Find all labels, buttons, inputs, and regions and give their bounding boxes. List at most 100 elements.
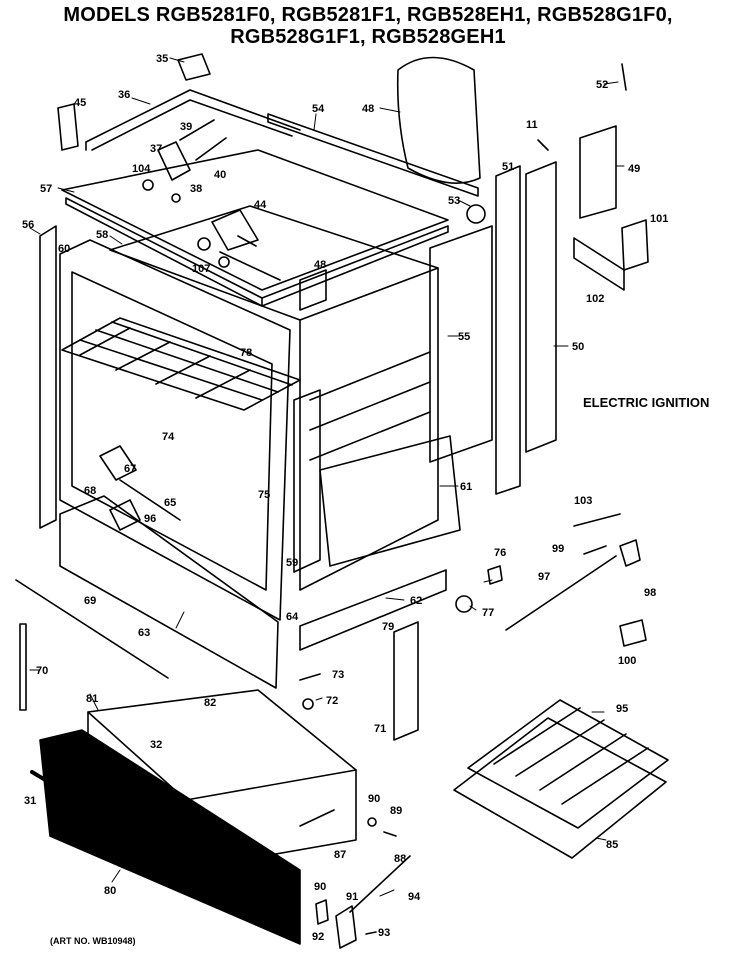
callout-75: 75 <box>258 489 270 501</box>
callout-90-b: 90 <box>314 881 326 893</box>
callout-100: 100 <box>618 655 636 667</box>
callout-80: 80 <box>104 885 116 897</box>
oven-front-frame <box>59 239 291 621</box>
callout-61: 61 <box>460 481 472 493</box>
callout-99: 99 <box>552 543 564 555</box>
burner-box-panel <box>319 435 461 567</box>
callout-104: 104 <box>132 163 151 175</box>
callout-35: 35 <box>156 53 168 65</box>
side-trim-51 <box>495 165 521 495</box>
callout-57: 57 <box>40 183 52 195</box>
broiler-pan <box>453 699 669 859</box>
bracket-35 <box>177 53 211 81</box>
callout-94: 94 <box>408 891 421 903</box>
bracket-45 <box>57 103 79 151</box>
art-number-label: (ART NO. WB10948) <box>50 936 136 946</box>
callout-63: 63 <box>138 627 150 639</box>
callout-88: 88 <box>394 853 406 865</box>
callout-74: 74 <box>162 431 175 443</box>
kick-panel <box>59 495 279 689</box>
callout-69: 69 <box>84 595 96 607</box>
callout-85: 85 <box>606 839 618 851</box>
top-frame-rail <box>85 89 301 151</box>
callout-90: 90 <box>368 793 380 805</box>
part-72 <box>302 698 314 710</box>
support-bracket-48 <box>299 269 327 311</box>
callout-40: 40 <box>214 169 226 181</box>
drawer-front-panel <box>39 729 301 945</box>
callout-51: 51 <box>502 161 514 173</box>
ignition-components <box>505 513 647 647</box>
grommet-53 <box>466 204 486 224</box>
models-title-line-1: MODELS RGB5281F0, RGB5281F1, RGB528EH1, … <box>63 4 673 26</box>
callout-68: 68 <box>84 485 96 497</box>
callout-91: 91 <box>346 891 358 903</box>
drawer-handle <box>30 770 292 928</box>
callout-95: 95 <box>616 703 628 715</box>
oven-rack <box>61 317 301 411</box>
callout-33: 33 <box>132 769 144 781</box>
part-92 <box>315 899 329 925</box>
callout-82: 82 <box>204 697 216 709</box>
callout-98: 98 <box>644 587 656 599</box>
callout-45: 45 <box>74 97 86 109</box>
module-bracket <box>573 237 625 291</box>
callout-78: 78 <box>240 347 252 359</box>
rear-rail <box>267 113 479 197</box>
drawer-hardware <box>299 809 397 837</box>
callout-92: 92 <box>312 931 324 943</box>
callout-71: 71 <box>374 723 386 735</box>
top-cover-panel <box>61 149 449 307</box>
callout-103: 103 <box>574 495 592 507</box>
callout-87: 87 <box>334 849 346 861</box>
callout-37: 37 <box>150 143 162 155</box>
callout-107: 107 <box>192 263 210 275</box>
ignition-module <box>621 219 649 271</box>
wire-11 <box>537 139 549 151</box>
spring-94 <box>349 855 411 913</box>
callout-72: 72 <box>326 695 338 707</box>
rear-panel <box>429 225 493 463</box>
callout-65: 65 <box>164 497 176 509</box>
screw-93 <box>365 931 377 935</box>
callout-62: 62 <box>410 595 422 607</box>
callout-48-b: 48 <box>314 259 326 271</box>
leader-lines <box>29 57 625 897</box>
callout-73: 73 <box>332 669 344 681</box>
callout-93: 93 <box>378 927 390 939</box>
wire-52 <box>621 63 627 91</box>
right-side-panel <box>525 161 557 453</box>
callout-77: 77 <box>482 607 494 619</box>
bar-70 <box>19 623 27 711</box>
rail-62 <box>299 569 447 651</box>
callout-53: 53 <box>448 195 460 207</box>
callout-38: 38 <box>190 183 202 195</box>
callout-102: 102 <box>586 293 604 305</box>
callout-49: 49 <box>628 163 640 175</box>
callout-54: 54 <box>312 103 325 115</box>
callout-67: 67 <box>124 463 136 475</box>
callout-58: 58 <box>96 229 108 241</box>
callout-56: 56 <box>22 219 34 231</box>
callout-52: 52 <box>596 79 608 91</box>
callout-59: 59 <box>286 557 298 569</box>
callout-36: 36 <box>118 89 130 101</box>
callout-81: 81 <box>86 693 98 705</box>
callout-64: 64 <box>286 611 299 623</box>
callout-labels: 35 45 36 54 48 52 39 37 104 40 38 11 51 … <box>22 53 668 943</box>
rod-69 <box>15 579 169 679</box>
callout-55: 55 <box>458 331 470 343</box>
clip-91 <box>335 905 357 949</box>
ignition-box <box>579 125 617 219</box>
side-rail-59 <box>293 389 321 573</box>
left-side-panel <box>39 225 57 529</box>
callout-89: 89 <box>390 805 402 817</box>
callout-39: 39 <box>180 121 192 133</box>
callout-86: 86 <box>96 751 108 763</box>
oven-light <box>455 565 503 613</box>
broiler-burner-assembly <box>99 445 181 531</box>
flue-cover <box>396 56 481 184</box>
part-73 <box>299 673 321 681</box>
